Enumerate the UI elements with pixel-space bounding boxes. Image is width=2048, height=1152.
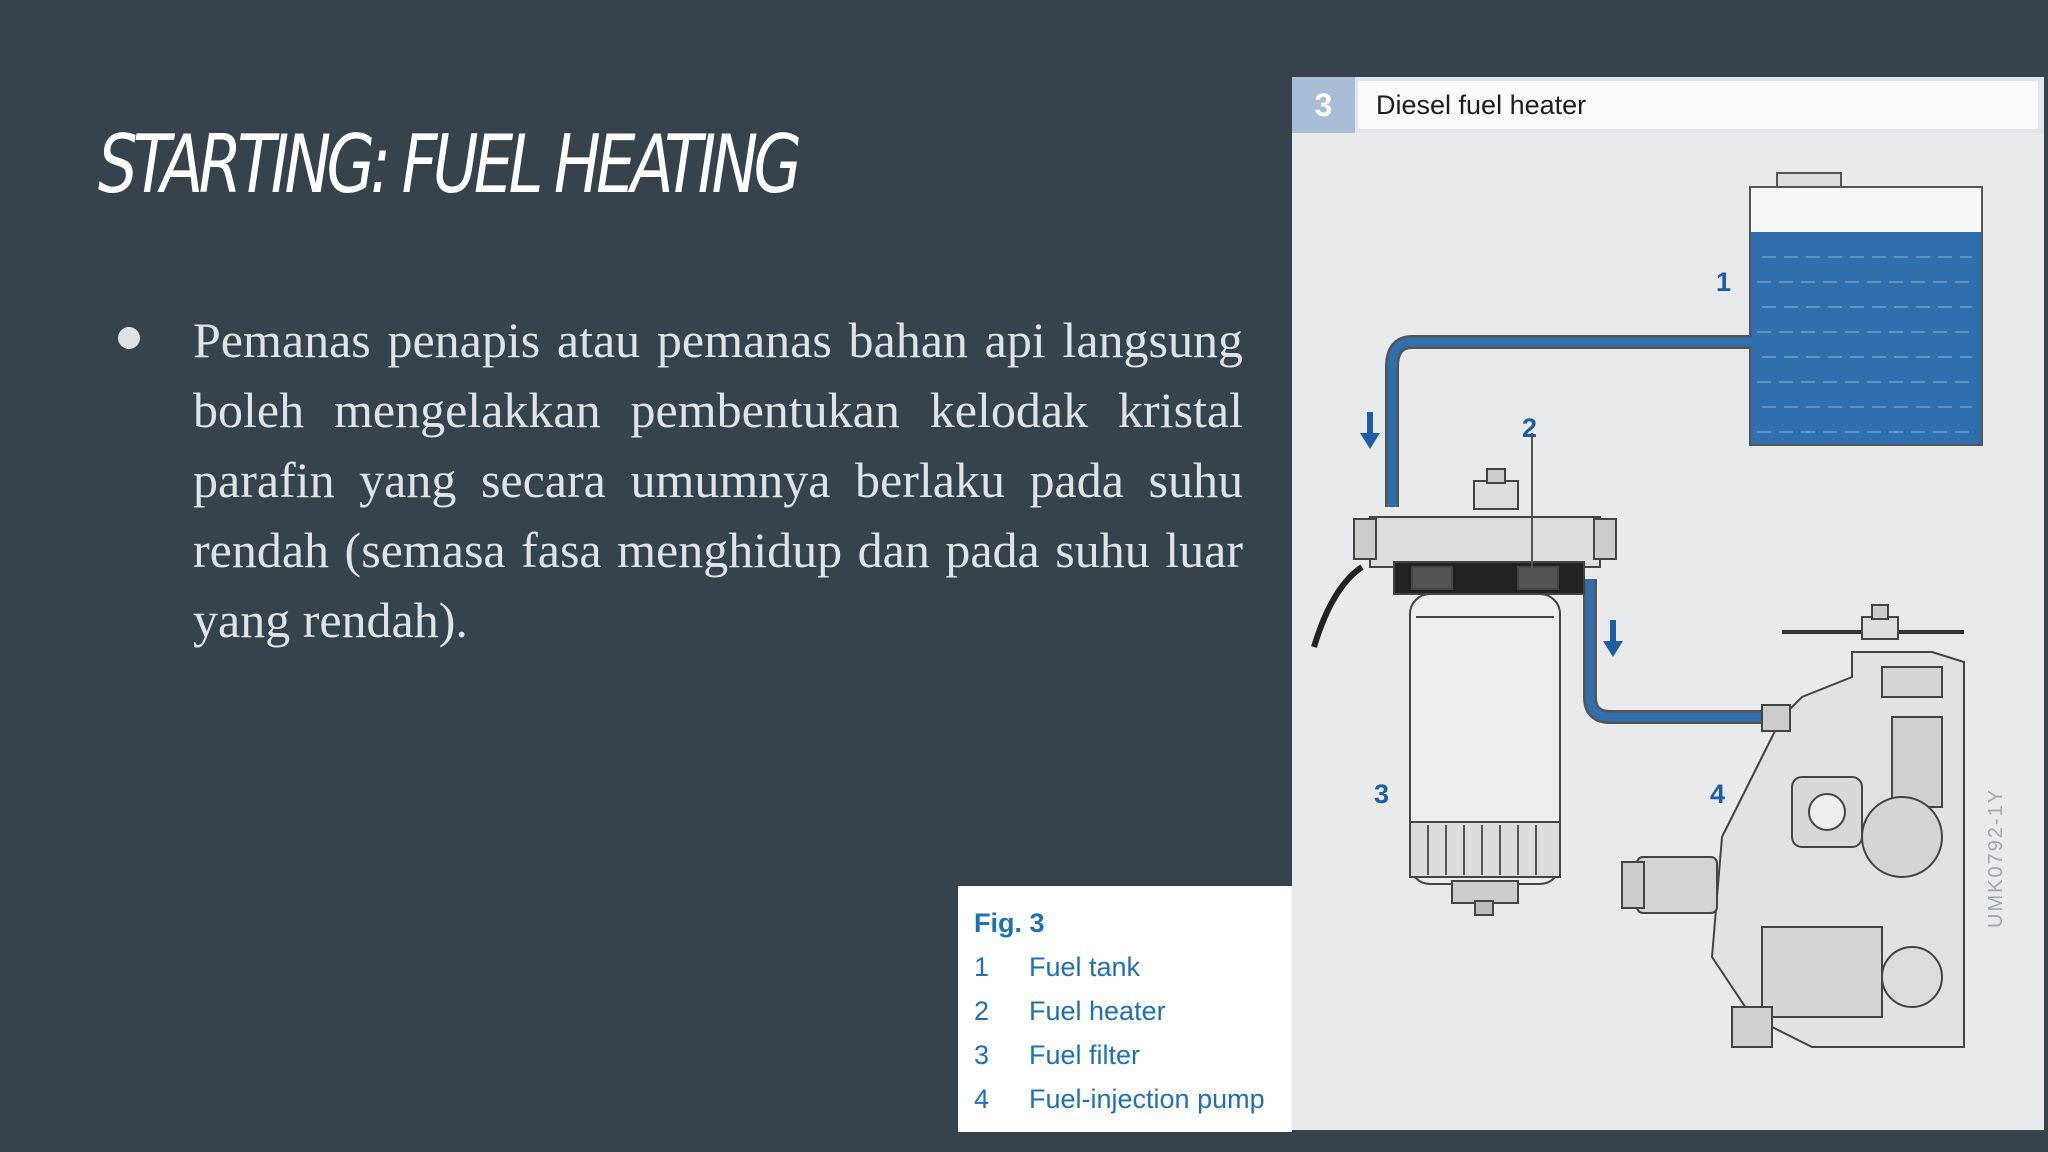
diesel-fuel-heater-figure: 3 Diesel fuel heater <box>1292 77 2044 1130</box>
callout-4: 4 <box>1710 779 1725 809</box>
fuel-system-diagram: 1 2 3 4 <box>1311 172 1983 1048</box>
supply-fuel-line <box>1385 335 1752 507</box>
flow-arrow-icon <box>1360 412 1623 657</box>
bullet-item: Pemanas penapis atau pemanas bahan api l… <box>118 305 1243 655</box>
callout-2: 2 <box>1522 413 1537 443</box>
legend-item-label: Fuel heater <box>1029 996 1166 1026</box>
legend-title: Fig. 3 <box>974 908 1045 938</box>
figure-number: 3 <box>1292 77 1355 133</box>
legend-item-number: 3 <box>974 1040 990 1070</box>
figure-legend: Fig. 3 1 Fuel tank 2 Fuel heater 3 Fuel fil… <box>958 886 1292 1132</box>
legend-item-number: 2 <box>974 996 990 1026</box>
slide-title: STARTING: FUEL HEATING <box>98 118 802 211</box>
return-fuel-line <box>1583 579 1784 724</box>
fuel-tank-illustration <box>1749 172 1983 446</box>
fuel-heater-illustration <box>1311 433 1617 648</box>
legend-item-number: 4 <box>974 1084 990 1114</box>
legend-item: 3 Fuel filter <box>974 1040 1140 1071</box>
figure-code: UMK0792-1Y <box>1985 787 2007 928</box>
figure-header: 3 Diesel fuel heater <box>1292 77 2044 133</box>
legend-item-label: Fuel filter <box>1029 1040 1141 1070</box>
bullet-text: Pemanas penapis atau pemanas bahan api l… <box>193 312 1243 648</box>
fuel-injection-pump-illustration <box>1621 604 1965 1048</box>
figure-title-box: Diesel fuel heater <box>1358 81 2038 129</box>
legend-item-number: 1 <box>974 952 990 982</box>
callout-3: 3 <box>1374 779 1389 809</box>
legend-item: 2 Fuel heater <box>974 996 1166 1027</box>
figure-title: Diesel fuel heater <box>1376 89 1587 120</box>
legend-item-label: Fuel tank <box>1029 952 1141 982</box>
bullet-dot-icon <box>118 327 140 349</box>
legend-item-label: Fuel-injection pump <box>1029 1084 1265 1114</box>
callout-1: 1 <box>1716 267 1731 297</box>
legend-item: 1 Fuel tank <box>974 952 1140 983</box>
legend-item: 4 Fuel-injection pump <box>974 1084 1265 1115</box>
fuel-filter-illustration <box>1409 593 1561 916</box>
